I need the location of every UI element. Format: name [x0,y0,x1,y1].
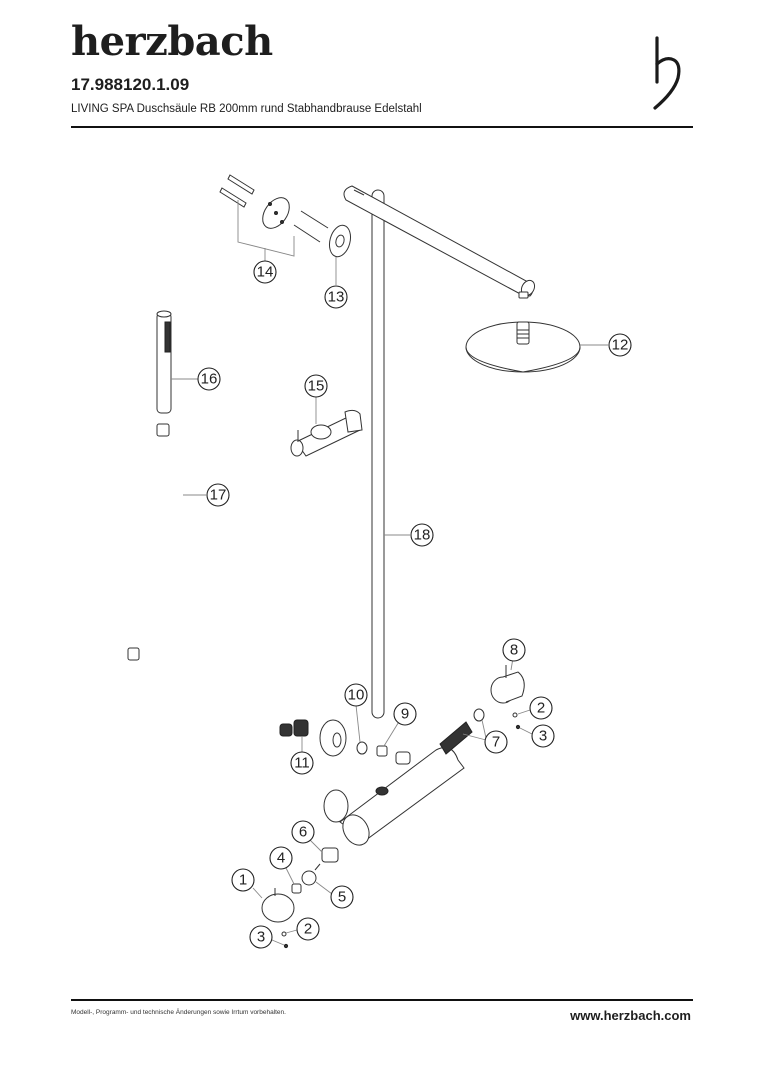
callout-16: 16 [197,367,221,391]
part-15-slide-bracket [290,394,363,457]
callout-18: 18 [410,523,434,547]
callout-13: 13 [324,285,348,309]
part-7-thermostat-cartridge [439,708,487,755]
part-6-flow-cartridge [309,839,339,871]
svg-text:11: 11 [294,755,310,772]
callout-1: 1 [231,868,255,892]
article-number: 17.988120.1.09 [71,75,190,94]
svg-text:16: 16 [201,371,218,388]
part-18-shower-rod [371,189,385,719]
callout-14: 14 [253,260,277,284]
svg-text:2: 2 [304,921,312,938]
callout-3-left: 3 [249,925,273,949]
part-11-connector [279,719,309,752]
herzbach-h-logo-icon [653,36,681,110]
svg-text:2: 2 [537,700,545,717]
callout-11: 11 [290,751,314,775]
svg-text:5: 5 [338,889,346,906]
svg-text:9: 9 [401,706,409,723]
callout-9: 9 [393,702,417,726]
svg-text:3: 3 [257,929,265,946]
svg-text:12: 12 [612,337,629,354]
brand-name: herzbach [71,18,273,65]
part-9-insert [376,719,401,757]
svg-text:15: 15 [308,378,325,395]
callout-3-right: 3 [531,724,555,748]
svg-text:13: 13 [328,289,345,306]
part-1-flow-handle [252,887,295,923]
svg-text:1: 1 [239,872,247,889]
exploded-parts-diagram: 1 2 2 3 3 4 5 6 7 8 9 10 11 12 13 14 15 … [127,174,632,949]
disclaimer: Modell-, Programm- und technische Änderu… [71,1009,286,1016]
part-10-washer [355,704,368,755]
wall-disc [319,719,347,757]
grub-screws-left [271,929,298,949]
callout-6: 6 [291,820,315,844]
part-12-rain-shower-head [465,321,608,373]
callout-5: 5 [330,885,354,909]
svg-text:14: 14 [257,264,274,281]
header-divider [71,126,693,128]
website-link[interactable]: www.herzbach.com [570,1008,691,1023]
callout-8: 8 [502,638,526,662]
svg-text:8: 8 [510,642,518,659]
svg-text:10: 10 [348,687,365,704]
part-17-shower-hose [127,423,261,818]
svg-text:7: 7 [492,734,500,751]
callout-12: 12 [608,333,632,357]
svg-text:17: 17 [210,487,227,504]
callout-4: 4 [269,846,293,870]
svg-text:6: 6 [299,824,307,841]
callout-15: 15 [304,374,328,398]
part-5-ring [301,870,333,895]
svg-text:18: 18 [414,527,431,544]
shower-arm [343,185,536,299]
part-4-adapter [284,865,302,894]
product-description: LIVING SPA Duschsäule RB 200mm rund Stab… [71,103,422,115]
grub-screws-right [512,709,533,735]
part-8-temperature-handle [490,657,525,704]
thermostat-body [323,747,465,846]
callout-2-right: 2 [529,696,553,720]
svg-text:4: 4 [277,850,285,867]
part-13-rosette [328,224,352,285]
callout-2-left: 2 [296,917,320,941]
part-16-hand-shower [156,310,198,414]
callout-7: 7 [484,730,508,754]
callout-10: 10 [344,683,368,707]
svg-text:3: 3 [539,728,547,745]
footer-divider [71,999,693,1001]
callout-17: 17 [206,483,230,507]
part-14-mounting-kit [219,174,329,262]
